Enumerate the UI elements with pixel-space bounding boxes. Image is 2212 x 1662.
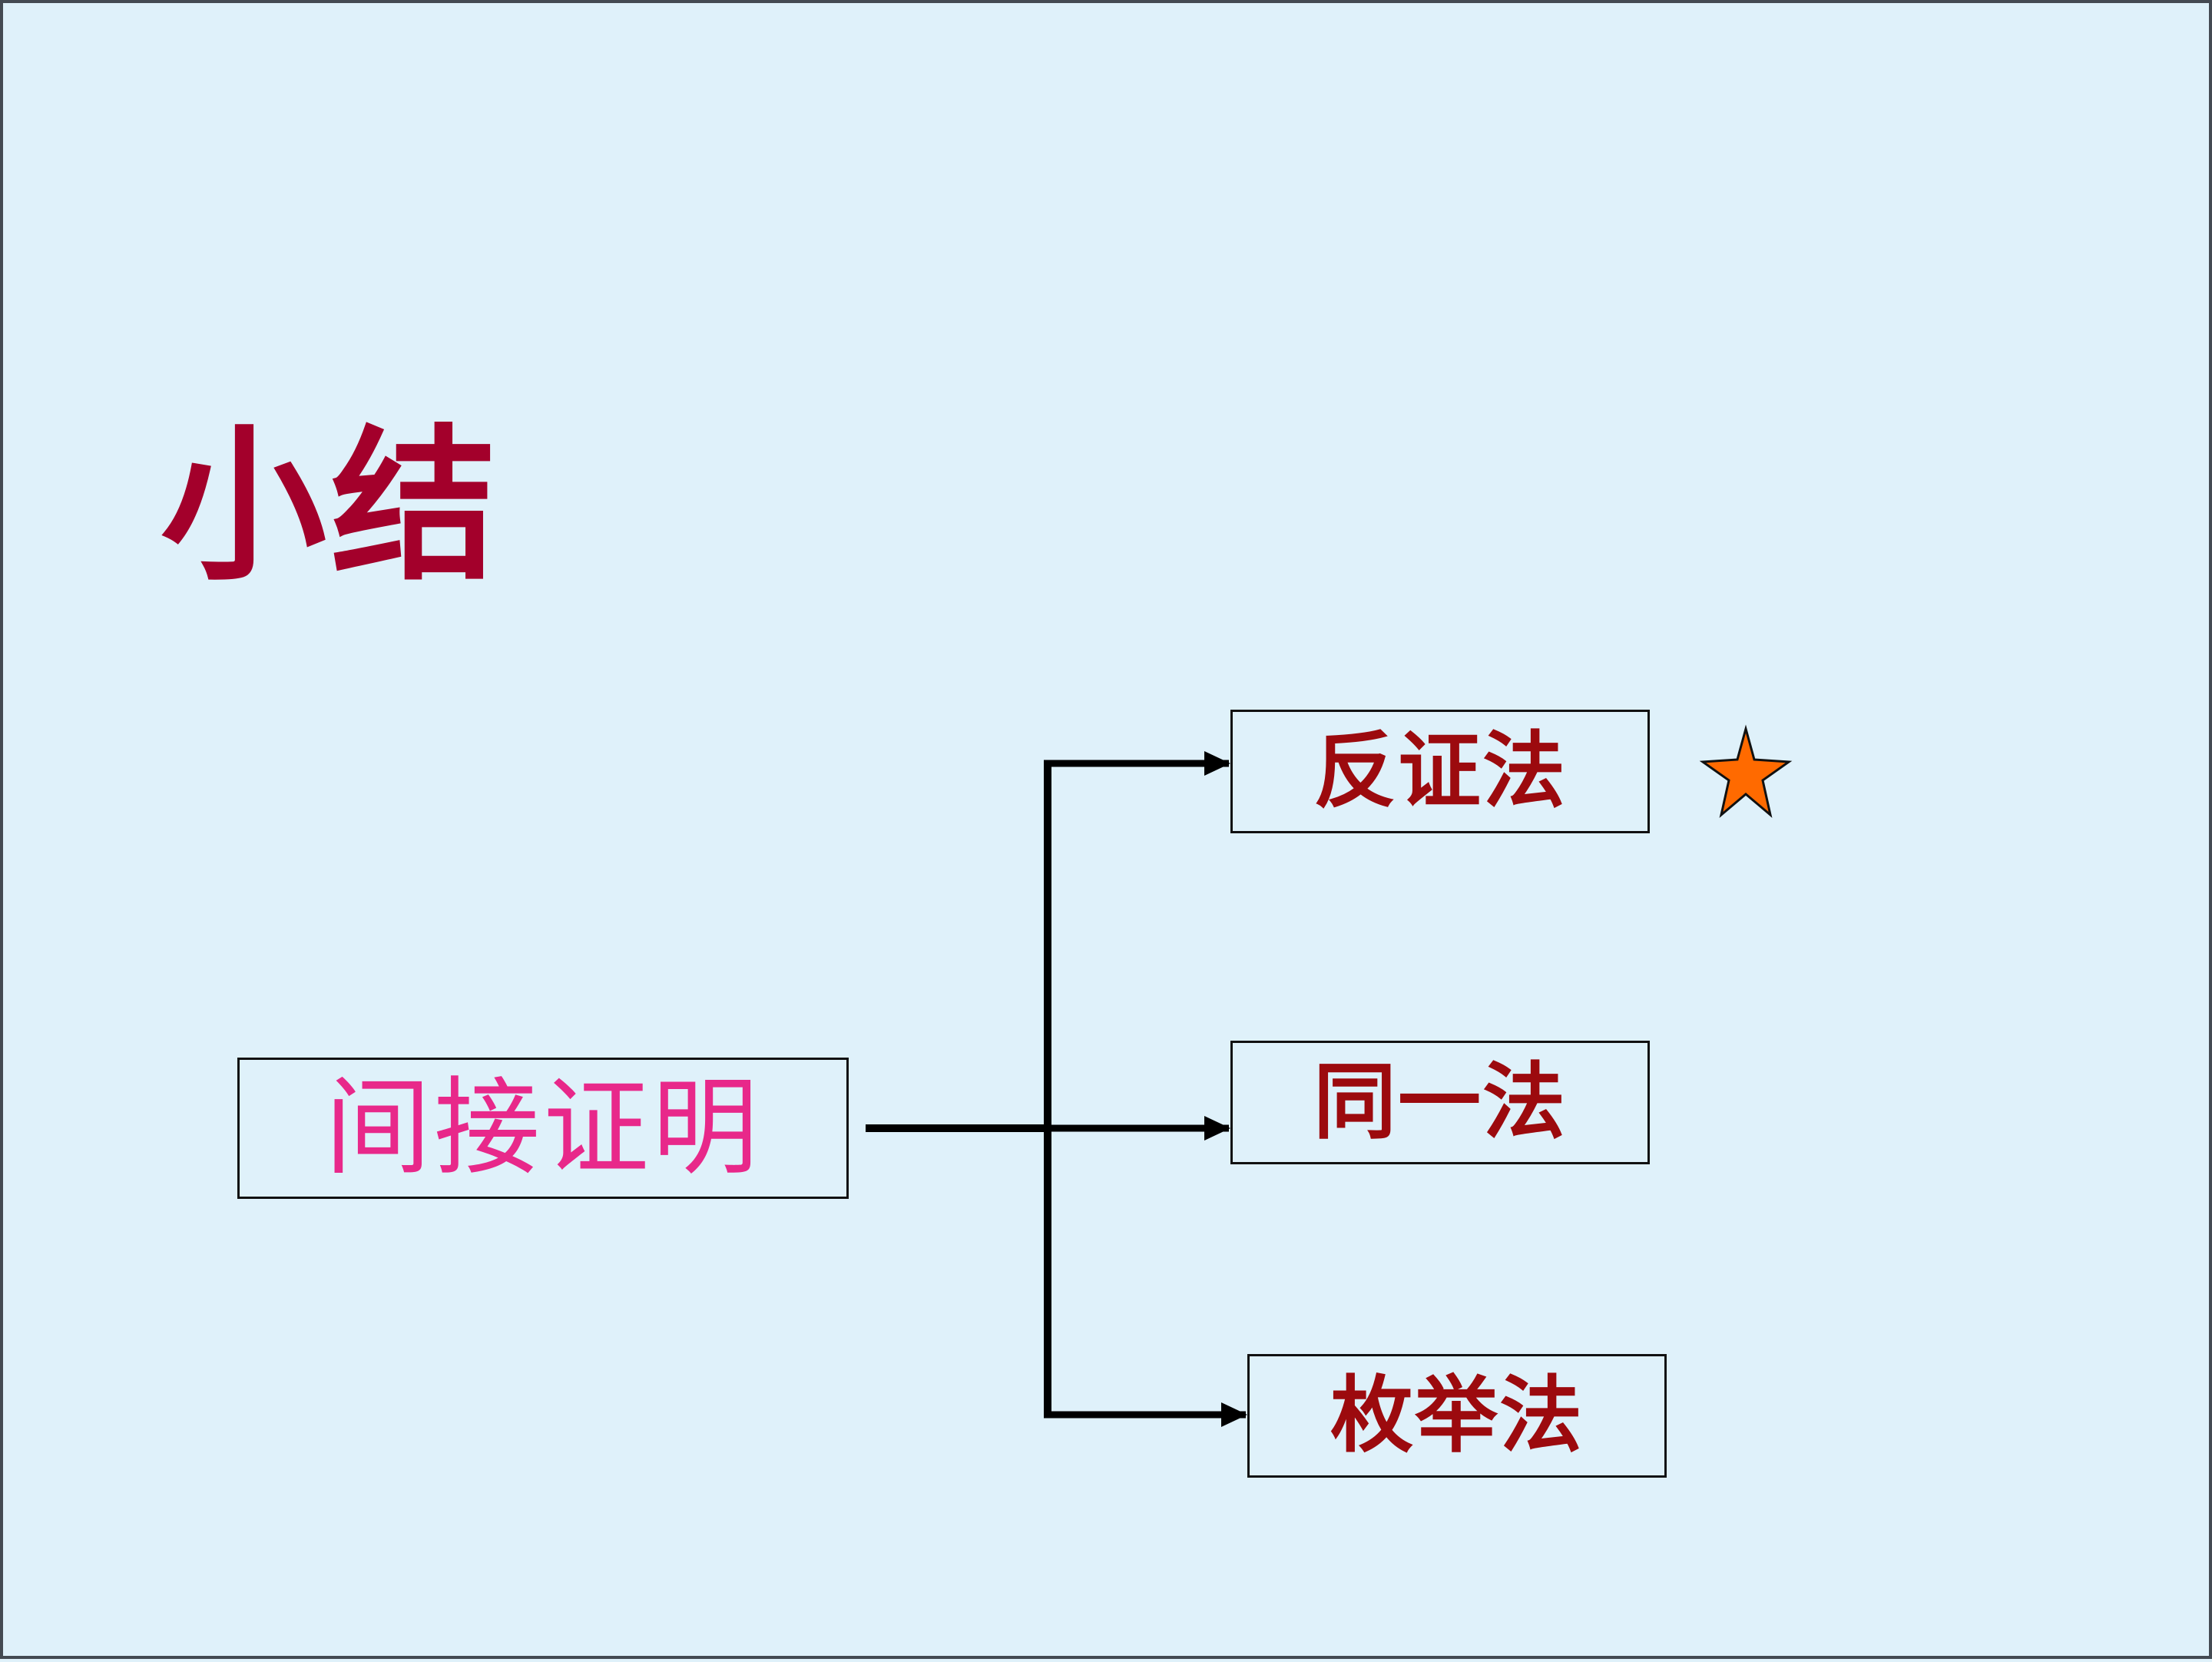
method-label: 枚举法: [1330, 1367, 1584, 1464]
root-node-box: 间接证明: [237, 1058, 849, 1199]
slide-title: 小结: [161, 410, 502, 603]
connector-tree: [866, 724, 1793, 1427]
method-box-enumeration: 枚举法: [1247, 1354, 1667, 1478]
method-label: 同一法: [1313, 1054, 1567, 1150]
star-icon: [1699, 724, 1793, 819]
method-label: 反证法: [1313, 723, 1567, 819]
root-node-label: 间接证明: [324, 1066, 761, 1190]
method-box-contradiction: 反证法: [1230, 710, 1650, 833]
method-box-identity: 同一法: [1230, 1041, 1650, 1164]
